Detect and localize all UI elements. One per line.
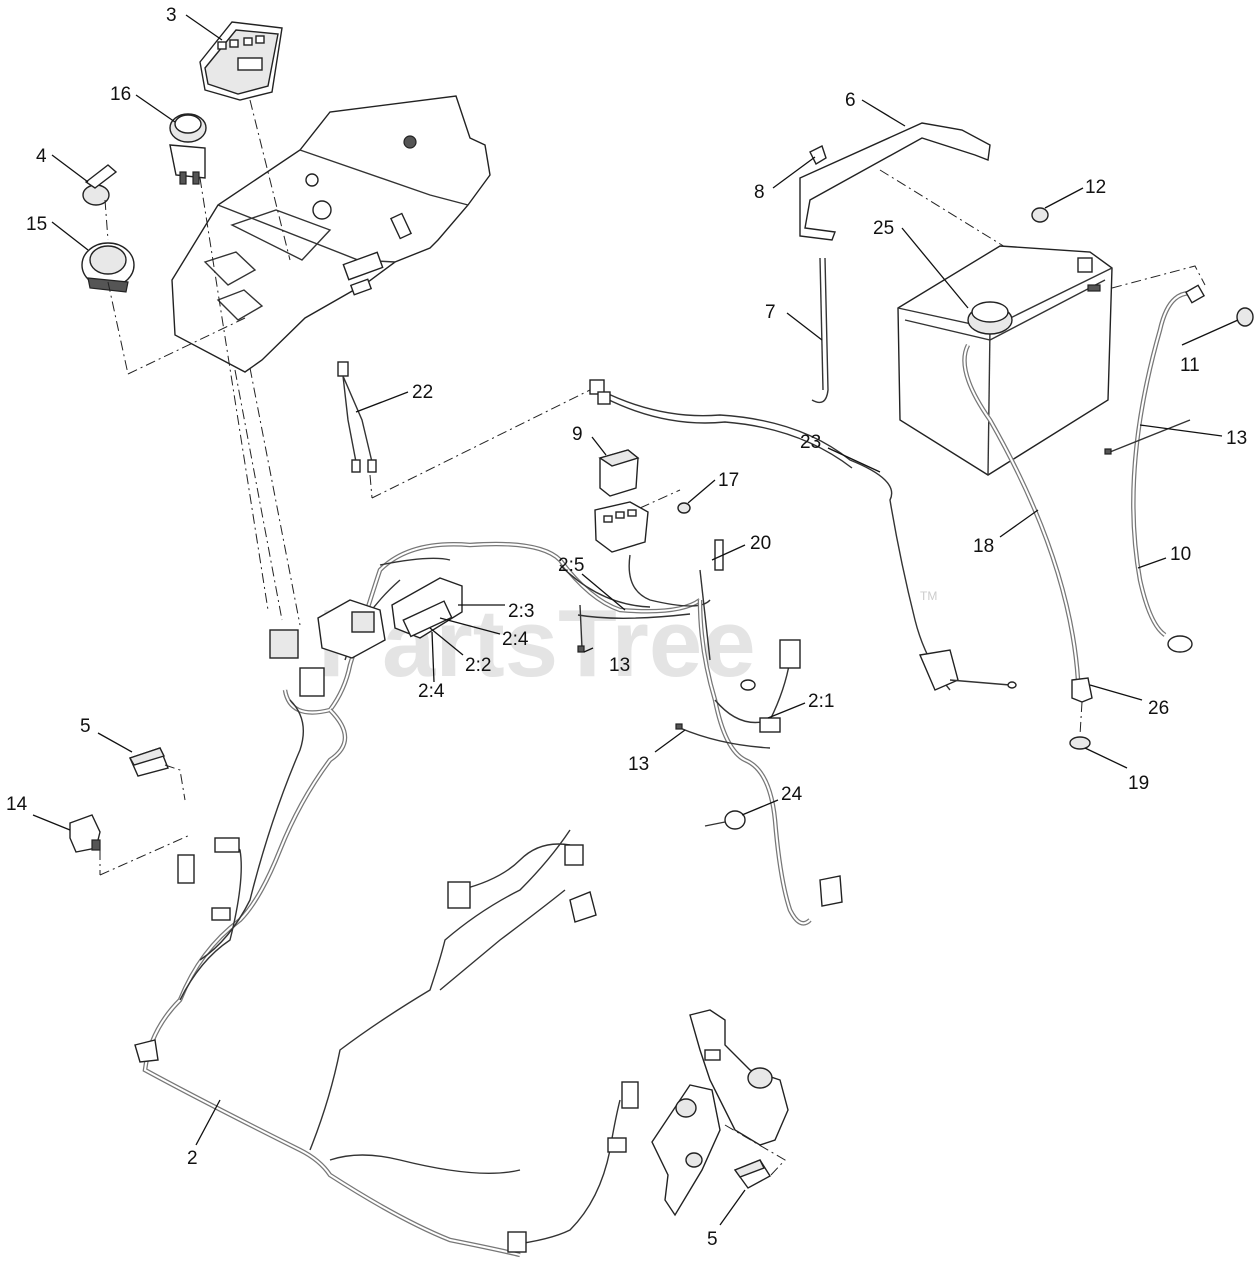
callout-13-battery: 13 <box>1226 428 1247 449</box>
callout-labels: 3 16 4 15 22 6 8 12 25 7 11 13 9 17 23 1… <box>6 5 1247 1250</box>
callout-14: 14 <box>6 794 28 815</box>
positive-cable <box>962 343 1081 681</box>
callout-2-1: 2:1 <box>808 691 834 712</box>
callout-11: 11 <box>1180 355 1200 376</box>
callout-6: 6 <box>845 90 856 111</box>
wing-nut <box>809 145 827 165</box>
callout-23: 23 <box>800 432 821 453</box>
callout-2: 2 <box>187 1148 198 1169</box>
cable-tie <box>1104 419 1191 455</box>
pedal-bracket <box>689 1009 789 1146</box>
relay-screw <box>677 502 691 514</box>
callout-4: 4 <box>36 146 47 167</box>
callout-17: 17 <box>718 470 739 491</box>
callout-3: 3 <box>166 5 177 26</box>
callout-16: 16 <box>110 84 131 105</box>
callout-2-4-right: 2:4 <box>502 629 529 650</box>
relay <box>598 449 640 497</box>
callout-5-upper: 5 <box>80 716 91 737</box>
callout-10: 10 <box>1170 544 1191 565</box>
relay-socket <box>594 501 649 553</box>
callout-9: 9 <box>572 424 583 445</box>
callout-2-3: 2:3 <box>508 601 534 622</box>
console-panel <box>171 95 491 373</box>
terminal-cap <box>1236 307 1254 327</box>
push-button-switch <box>169 113 207 185</box>
callout-5-lower: 5 <box>707 1229 718 1250</box>
callout-7: 7 <box>765 302 776 323</box>
callout-2-4-left: 2:4 <box>418 681 445 702</box>
callout-2-5: 2:5 <box>558 555 584 576</box>
ignition-switch <box>81 242 135 293</box>
callout-15: 15 <box>26 214 47 235</box>
washer <box>1069 736 1091 750</box>
callout-24: 24 <box>781 784 803 805</box>
ignition-key <box>82 164 118 206</box>
main-harness <box>134 379 1017 1258</box>
seat-switch <box>128 747 169 777</box>
callout-26: 26 <box>1148 698 1169 719</box>
interlock-switch <box>69 814 101 853</box>
callout-19: 19 <box>1128 773 1149 794</box>
callout-13-centre: 13 <box>609 655 630 676</box>
callout-2-2: 2:2 <box>465 655 491 676</box>
display-module <box>199 21 283 101</box>
leader-lines <box>32 14 1239 1226</box>
terminal-boot <box>1071 677 1093 703</box>
callout-22: 22 <box>412 382 433 403</box>
watermark-tm: TM <box>920 589 937 603</box>
callout-20: 20 <box>750 533 771 554</box>
lamp-lead <box>337 361 377 473</box>
negative-cable <box>1131 284 1206 653</box>
pedal-arm <box>651 1084 721 1217</box>
callout-12: 12 <box>1085 177 1106 198</box>
j-bolt <box>811 257 829 404</box>
callout-8: 8 <box>754 182 765 203</box>
callout-18: 18 <box>973 536 994 557</box>
battery <box>897 245 1113 476</box>
callout-13-lower: 13 <box>628 754 649 775</box>
battery-hold-down <box>799 122 991 241</box>
battery-nut <box>1031 207 1049 223</box>
brake-switch <box>733 1159 771 1189</box>
callout-25: 25 <box>873 218 894 239</box>
